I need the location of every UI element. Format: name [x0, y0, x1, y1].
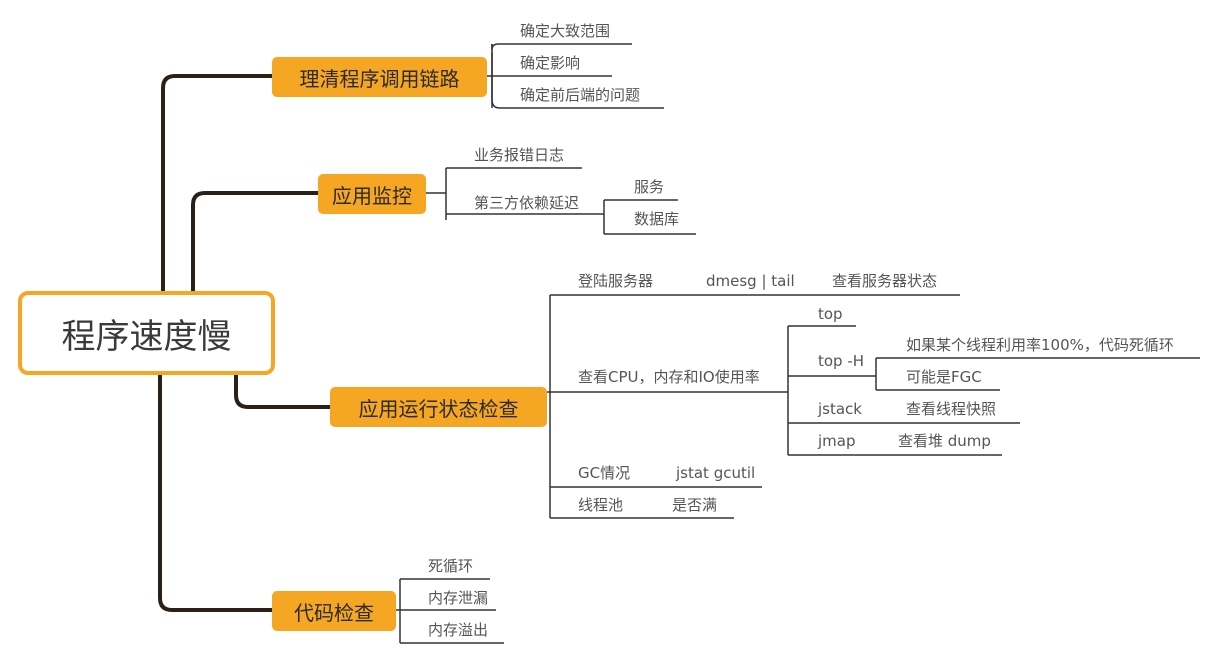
monitor-dep[interactable]: 数据库 — [634, 210, 680, 228]
runtime-login-desc[interactable]: 查看服务器状态 — [832, 272, 938, 290]
cpu-top-h[interactable]: top -H — [818, 352, 865, 370]
trace-item[interactable]: 确定大致范围 — [520, 22, 611, 40]
trace-item[interactable]: 确定影响 — [520, 54, 581, 72]
root-node[interactable]: 程序速度慢 — [18, 291, 275, 375]
topic-code[interactable]: 代码检查 — [272, 591, 396, 631]
code-item[interactable]: 死循环 — [428, 557, 474, 575]
runtime-gc[interactable]: GC情况 — [578, 464, 631, 482]
top-h-note[interactable]: 如果某个线程利用率100%，代码死循环 — [906, 336, 1174, 354]
cpu-jstack[interactable]: jstack — [818, 400, 862, 418]
topic-runtime[interactable]: 应用运行状态检查 — [330, 387, 547, 427]
runtime-login-cmd[interactable]: dmesg | tail — [706, 272, 795, 290]
cpu-jmap[interactable]: jmap — [818, 432, 856, 450]
runtime-gc-cmd[interactable]: jstat gcutil — [676, 464, 756, 482]
cpu-jstack-desc[interactable]: 查看线程快照 — [906, 400, 997, 418]
top-h-note[interactable]: 可能是FGC — [906, 368, 982, 386]
code-item[interactable]: 内存溢出 — [428, 621, 489, 639]
trace-item[interactable]: 确定前后端的问题 — [520, 86, 641, 104]
runtime-cpu[interactable]: 查看CPU，内存和IO使用率 — [578, 368, 760, 386]
runtime-pool[interactable]: 线程池 — [578, 496, 624, 514]
runtime-pool-desc[interactable]: 是否满 — [672, 496, 718, 514]
cpu-jmap-desc[interactable]: 查看堆 dump — [898, 432, 991, 450]
topic-trace[interactable]: 理清程序调用链路 — [272, 57, 487, 97]
topic-monitor[interactable]: 应用监控 — [318, 174, 426, 214]
cpu-top[interactable]: top — [818, 305, 843, 323]
monitor-item[interactable]: 第三方依赖延迟 — [474, 194, 580, 212]
monitor-dep[interactable]: 服务 — [634, 178, 665, 196]
monitor-item[interactable]: 业务报错日志 — [474, 146, 565, 164]
runtime-login[interactable]: 登陆服务器 — [578, 272, 654, 290]
code-item[interactable]: 内存泄漏 — [428, 589, 489, 607]
